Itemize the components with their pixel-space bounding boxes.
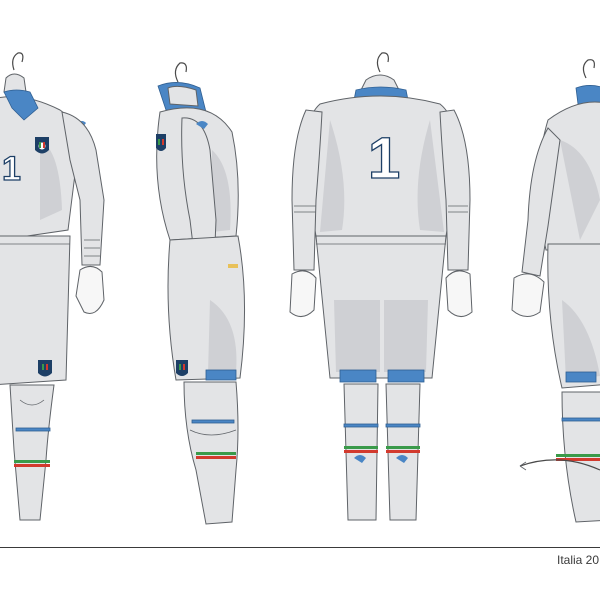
three-quarter-view: [511, 59, 600, 523]
puma-logo-icon: [396, 455, 408, 463]
hanger-icon: [12, 52, 24, 71]
shorts-crest-icon: [38, 360, 52, 377]
puma-logo-icon: [196, 121, 208, 129]
hanger-icon: [174, 62, 187, 83]
side-view: [156, 62, 246, 525]
shorts-crest-icon: [176, 360, 188, 376]
crest-icon: [35, 137, 49, 154]
back-number: 1: [368, 126, 400, 191]
back-view: 1: [289, 52, 473, 521]
front-number: 1: [2, 150, 21, 188]
front-view: 1: [0, 52, 105, 521]
caption-text: Italia 20: [557, 553, 600, 567]
hanger-icon: [582, 59, 595, 79]
hanger-icon: [376, 52, 389, 73]
crest-icon: [156, 134, 166, 151]
baseline-divider: [0, 547, 600, 548]
puma-logo-icon: [354, 455, 366, 463]
